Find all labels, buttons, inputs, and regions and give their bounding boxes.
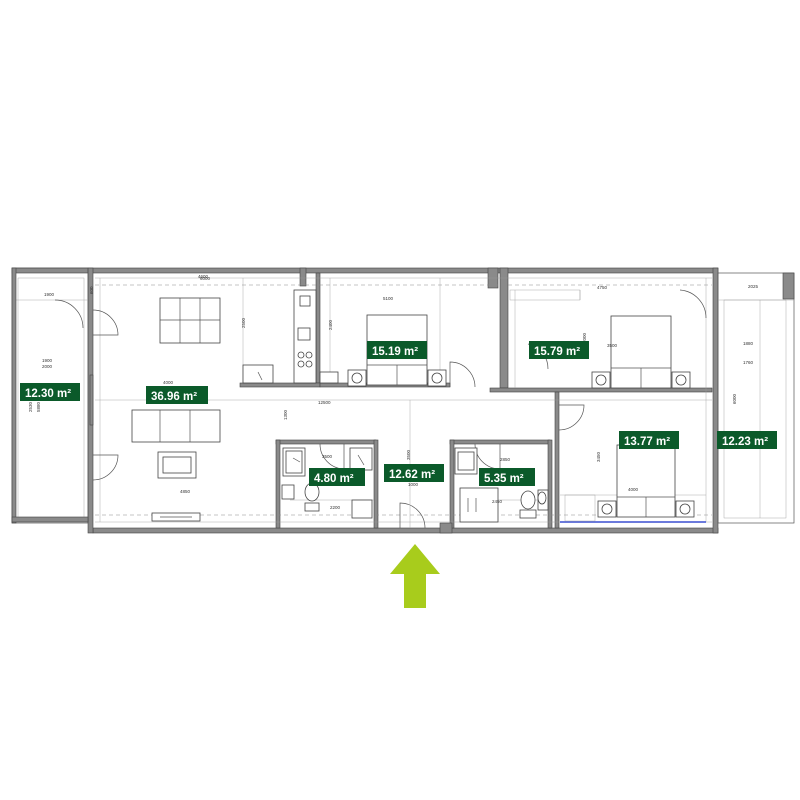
dim-label: 600 <box>89 286 94 294</box>
balcony-left-outline <box>11 267 89 524</box>
bed-3 <box>560 444 706 523</box>
area-label-bedroom-1: 15.19 m² <box>367 341 427 359</box>
bed-2 <box>591 315 691 389</box>
area-label-text: 12.23 m² <box>722 436 768 448</box>
dim-label: 2200 <box>330 505 341 510</box>
dim-label: 2000 <box>42 364 53 369</box>
dim-label: 2450 <box>492 499 503 504</box>
area-label-text: 4.80 m² <box>314 473 354 485</box>
dim-label: 1900 <box>44 292 55 297</box>
dim-label: 4600 <box>198 274 209 279</box>
area-label-bathroom-2: 5.35 m² <box>479 468 535 486</box>
dim-label: 2850 <box>500 457 511 462</box>
area-label-balcony-right: 12.23 m² <box>717 431 777 449</box>
dining-set <box>159 297 221 344</box>
area-label-text: 13.77 m² <box>624 436 670 448</box>
dim-label: 4850 <box>180 489 191 494</box>
dim-label: 4750 <box>597 285 608 290</box>
area-label-text: 12.30 m² <box>25 388 71 400</box>
outer-walls <box>11 267 719 534</box>
dim-label: 1880 <box>743 341 754 346</box>
dimension-labels: 1900 1900 2000 2530 5880 4000 6000 2500 … <box>28 274 759 510</box>
area-label-text: 12.62 m² <box>389 469 435 481</box>
partition-wall-bed2 <box>499 267 509 389</box>
dim-label: 1300 <box>283 409 288 420</box>
dim-label: 6000 <box>732 393 737 404</box>
area-label-text: 5.35 m² <box>484 473 524 485</box>
dim-label: 1900 <box>42 358 53 363</box>
balcony-right-outline <box>717 272 795 524</box>
kitchen <box>242 289 317 384</box>
area-label-text: 15.79 m² <box>534 346 580 358</box>
dim-label: 2400 <box>328 319 333 330</box>
bath2-top-wall <box>449 439 551 445</box>
bath1-left-wall <box>275 439 281 529</box>
dim-label: 2000 <box>582 332 587 343</box>
doors <box>89 289 707 534</box>
right-wall <box>712 267 719 534</box>
bed2-bottom-wall <box>489 387 713 393</box>
bathroom-2-fixtures <box>454 447 549 523</box>
dim-label: 2500 <box>241 317 246 328</box>
top-wall <box>11 267 719 274</box>
dim-label: 5100 <box>383 296 394 301</box>
up-arrow-icon <box>390 544 440 608</box>
bottom-wall <box>92 527 719 534</box>
area-label-living-room: 36.96 m² <box>146 386 208 404</box>
dim-label: 1760 <box>743 360 754 365</box>
area-label-balcony-left: 12.30 m² <box>20 383 80 401</box>
area-label-hallway: 12.62 m² <box>384 464 444 482</box>
dim-label: 3500 <box>322 454 333 459</box>
dim-label: 5880 <box>36 401 41 412</box>
dim-label: 6000 <box>200 276 211 281</box>
partition-wall-bed1 <box>315 272 321 384</box>
area-label-bathroom-1: 4.80 m² <box>309 468 365 486</box>
bath1-top-wall <box>275 439 377 445</box>
area-label-text: 36.96 m² <box>151 391 197 403</box>
kitchen-wall <box>239 382 321 388</box>
dim-label: 4000 <box>163 380 174 385</box>
dim-label: 1000 <box>408 482 419 487</box>
bed3-left-wall <box>554 391 560 529</box>
dim-label: 3500 <box>607 343 618 348</box>
bath2-right-wall <box>547 439 553 529</box>
dim-label: 12500 <box>318 400 331 405</box>
dim-label: 2025 <box>748 284 759 289</box>
column-1 <box>299 267 307 287</box>
dim-label: 3500 <box>406 449 411 460</box>
area-label-bedroom-3: 13.77 m² <box>619 431 679 449</box>
area-label-bedroom-2: 15.79 m² <box>529 341 589 359</box>
dim-label: 4000 <box>628 487 639 492</box>
dim-label: 2530 <box>28 401 33 412</box>
sofa <box>131 409 221 443</box>
area-label-text: 15.19 m² <box>372 346 418 358</box>
dim-label: 3450 <box>596 451 601 462</box>
bath1-right-wall <box>373 439 379 529</box>
coffee-table <box>157 451 197 479</box>
tv-unit <box>151 512 201 522</box>
bathroom-1-fixtures <box>281 447 373 519</box>
